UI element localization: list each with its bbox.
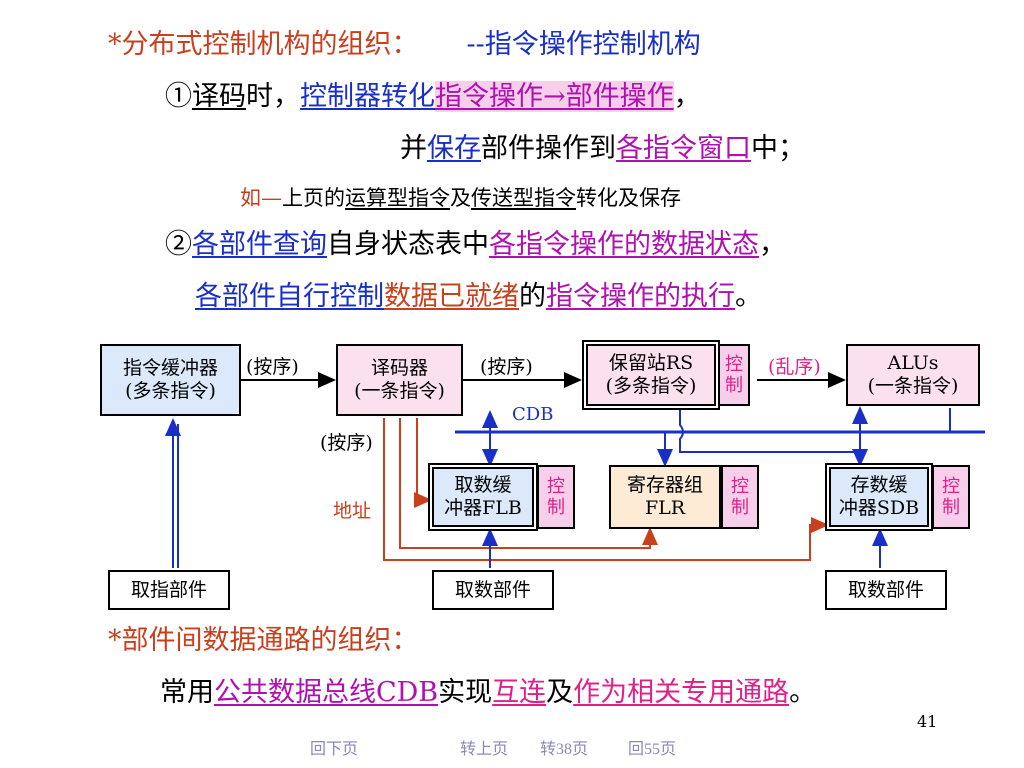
control-unit-flb: 控制: [537, 465, 575, 529]
control-unit-rs: 控制: [718, 344, 750, 406]
operand-fetch-unit-box-1: 取数部件: [432, 570, 554, 610]
line-save: 并保存部件操作到各指令窗口中；: [400, 133, 805, 164]
label-in-order-3: (按序): [320, 432, 373, 454]
label-address: 地址: [333, 500, 372, 522]
alus-box: ALUs (一条指令): [846, 344, 980, 406]
label-in-order-1: (按序): [246, 356, 299, 378]
line-cdb: 常用公共数据总线CDB实现互连及作为相关专用通路。: [160, 677, 817, 708]
line-example: 如—上页的运算型指令及传送型指令转化及保存: [240, 186, 681, 210]
heading-distributed-control: *分布式控制机构的组织：--指令操作控制机构: [108, 29, 701, 60]
operand-fetch-unit-box-2: 取数部件: [825, 570, 947, 610]
control-unit-flr: 控制: [721, 465, 759, 529]
line-query: ②各部件查询自身状态表中各指令操作的数据状态，: [165, 229, 786, 260]
nav-prev-page-link[interactable]: 转上页: [460, 741, 509, 758]
label-in-order-2: (按序): [480, 356, 533, 378]
page-number: 41: [917, 712, 938, 731]
load-buffer-box: 取数缓 冲器FLB: [432, 467, 534, 527]
nav-next-page-link[interactable]: 回下页: [310, 741, 359, 758]
line-execute: 各部件自行控制数据已就绪的指令操作的执行。: [195, 281, 762, 312]
control-unit-sdb: 控制: [932, 465, 970, 529]
cdb-label: CDB: [512, 404, 554, 425]
reservation-station-box: 保留站RS (多条指令): [586, 344, 716, 406]
nav-back-55-link[interactable]: 回55页: [628, 741, 677, 758]
label-out-of-order: (乱序): [768, 356, 821, 378]
nav-goto-38-link[interactable]: 转38页: [540, 741, 589, 758]
store-buffer-box: 存数缓 冲器SDB: [829, 467, 929, 527]
register-file-box: 寄存器组 FLR: [609, 465, 721, 529]
line-decode: ①译码时，控制器转化指令操作→部件操作，: [165, 81, 701, 112]
instruction-buffer-box: 指令缓冲器 (多条指令): [100, 344, 241, 416]
heading-datapath: *部件间数据通路的组织：: [108, 625, 419, 656]
instruction-fetch-unit-box: 取指部件: [108, 570, 230, 610]
decoder-box: 译码器 (一条指令): [336, 344, 463, 416]
